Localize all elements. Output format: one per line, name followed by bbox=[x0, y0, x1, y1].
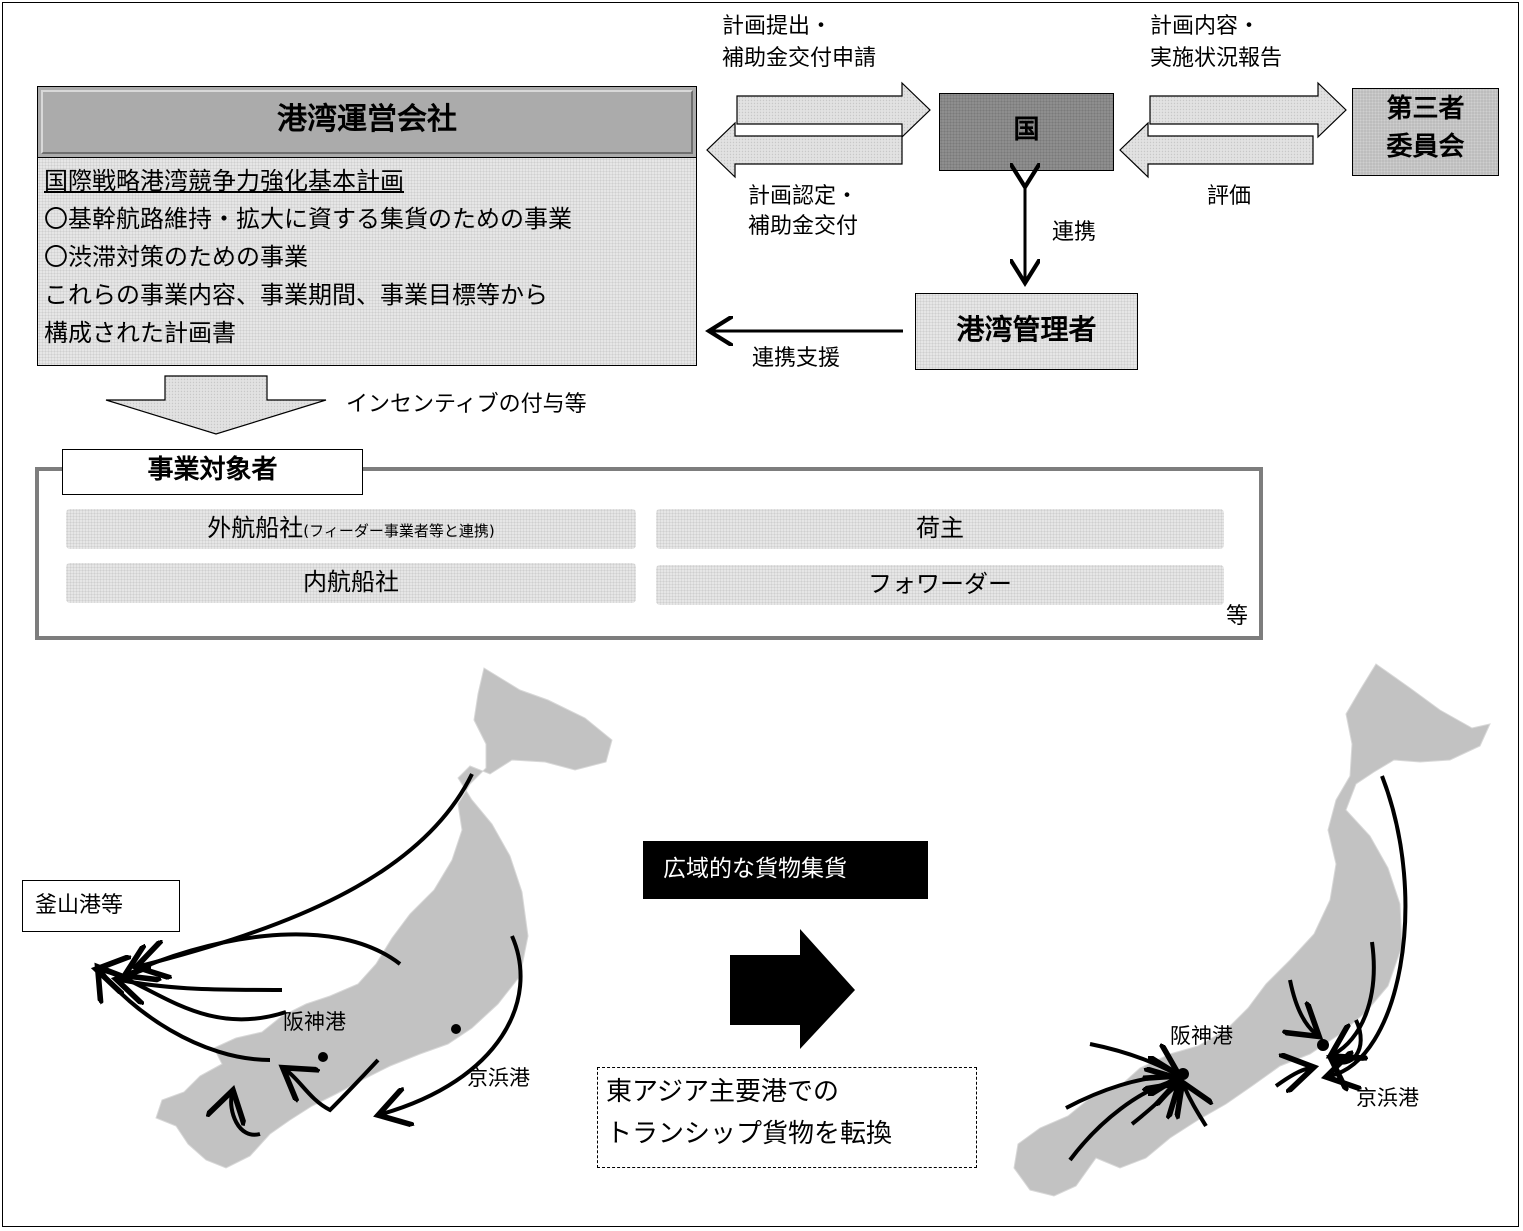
busan-label: 釜山港等 bbox=[35, 893, 124, 918]
plan-title: 国際戦略港湾競争力強化基本計画 bbox=[44, 167, 404, 195]
cooperation-label: 連携 bbox=[1052, 220, 1097, 245]
evaluation-label: 評価 bbox=[1207, 184, 1252, 209]
evaluation-arrow bbox=[1119, 121, 1314, 179]
transship-line-1: 東アジア主要港での bbox=[606, 1077, 839, 1107]
transship-line-2: トランシップ貨物を転換 bbox=[606, 1119, 893, 1149]
keihin-dot-left bbox=[451, 1024, 461, 1034]
hanshin-label-right: 阪神港 bbox=[1170, 1024, 1233, 1048]
incentive-label: インセンティブの付与等 bbox=[346, 392, 587, 417]
target-shipper: 荷主 bbox=[656, 509, 1224, 549]
committee-line-2: 委員会 bbox=[1386, 132, 1465, 162]
target-foreign-main: 外航船社 bbox=[207, 514, 304, 542]
committee-line-1: 第三者 bbox=[1386, 94, 1465, 124]
hanshin-dot-left bbox=[318, 1052, 328, 1062]
approve-label-1: 計画認定・ bbox=[748, 184, 859, 209]
transition-arrow bbox=[730, 929, 855, 1049]
hanshin-dot-right bbox=[1177, 1068, 1189, 1080]
hanshin-label-left: 阪神港 bbox=[283, 1010, 346, 1034]
keihin-label-right: 京浜港 bbox=[1356, 1086, 1419, 1110]
keihin-label-left: 京浜港 bbox=[467, 1066, 530, 1090]
plan-line-3: これらの事業内容、事業期間、事業目標等から bbox=[44, 281, 548, 309]
submit-label-1: 計画提出・ bbox=[722, 14, 833, 39]
port-manager-box: 港湾管理者 bbox=[915, 293, 1138, 370]
target-forwarder-label: フォワーダー bbox=[868, 570, 1012, 598]
approve-arrow bbox=[706, 121, 903, 179]
target-foreign-note: (フィーダー事業者等と連携) bbox=[303, 522, 495, 540]
transship-box: 東アジア主要港での トランシップ貨物を転換 bbox=[597, 1067, 977, 1168]
plan-line-2: 〇渋滞対策のための事業 bbox=[44, 243, 308, 271]
busan-box: 釜山港等 bbox=[22, 880, 180, 932]
target-shipper-label: 荷主 bbox=[916, 514, 964, 542]
report-arrow bbox=[1149, 81, 1347, 139]
keihin-dot-right bbox=[1317, 1039, 1329, 1051]
operator-title: 港湾運営会社 bbox=[277, 102, 457, 137]
target-foreign-carriers: 外航船社(フィーダー事業者等と連携) bbox=[66, 509, 636, 549]
port-manager-label: 港湾管理者 bbox=[956, 313, 1097, 346]
right-routes bbox=[1065, 775, 1408, 1162]
report-label-1: 計画内容・ bbox=[1150, 14, 1261, 39]
japan-map-right bbox=[1013, 663, 1491, 1197]
targets-etc: 等 bbox=[1226, 604, 1249, 629]
incentive-arrow bbox=[105, 375, 327, 435]
target-forwarder: フォワーダー bbox=[656, 565, 1224, 605]
japan-map-left bbox=[155, 667, 613, 1169]
plan-line-1: 〇基幹航路維持・拡大に資する集貨のための事業 bbox=[44, 205, 572, 233]
committee-box: 第三者 委員会 bbox=[1352, 88, 1499, 176]
report-label-2: 実施状況報告 bbox=[1150, 46, 1283, 71]
wide-area-box: 広域的な貨物集貨 bbox=[643, 841, 928, 899]
operator-box: 港湾運営会社 国際戦略港湾競争力強化基本計画 〇基幹航路維持・拡大に資する集貨の… bbox=[37, 86, 697, 366]
operator-title-bar: 港湾運営会社 bbox=[37, 86, 697, 158]
cooperation-support-label: 連携支援 bbox=[752, 346, 841, 371]
country-label: 国 bbox=[1013, 115, 1040, 145]
target-domestic-label: 内航船社 bbox=[303, 568, 399, 596]
targets-title-box: 事業対象者 bbox=[62, 449, 363, 495]
left-routes bbox=[100, 773, 523, 1137]
approve-label-2: 補助金交付 bbox=[748, 214, 859, 239]
target-domestic-carriers: 内航船社 bbox=[66, 563, 636, 603]
submit-arrow bbox=[736, 81, 931, 139]
targets-frame bbox=[35, 467, 1263, 640]
plan-line-4: 構成された計画書 bbox=[44, 319, 236, 347]
wide-area-label: 広域的な貨物集貨 bbox=[663, 856, 847, 882]
operator-plan-box: 国際戦略港湾競争力強化基本計画 〇基幹航路維持・拡大に資する集貨のための事業 〇… bbox=[37, 158, 697, 366]
submit-label-2: 補助金交付申請 bbox=[722, 46, 877, 71]
targets-title: 事業対象者 bbox=[147, 455, 278, 485]
